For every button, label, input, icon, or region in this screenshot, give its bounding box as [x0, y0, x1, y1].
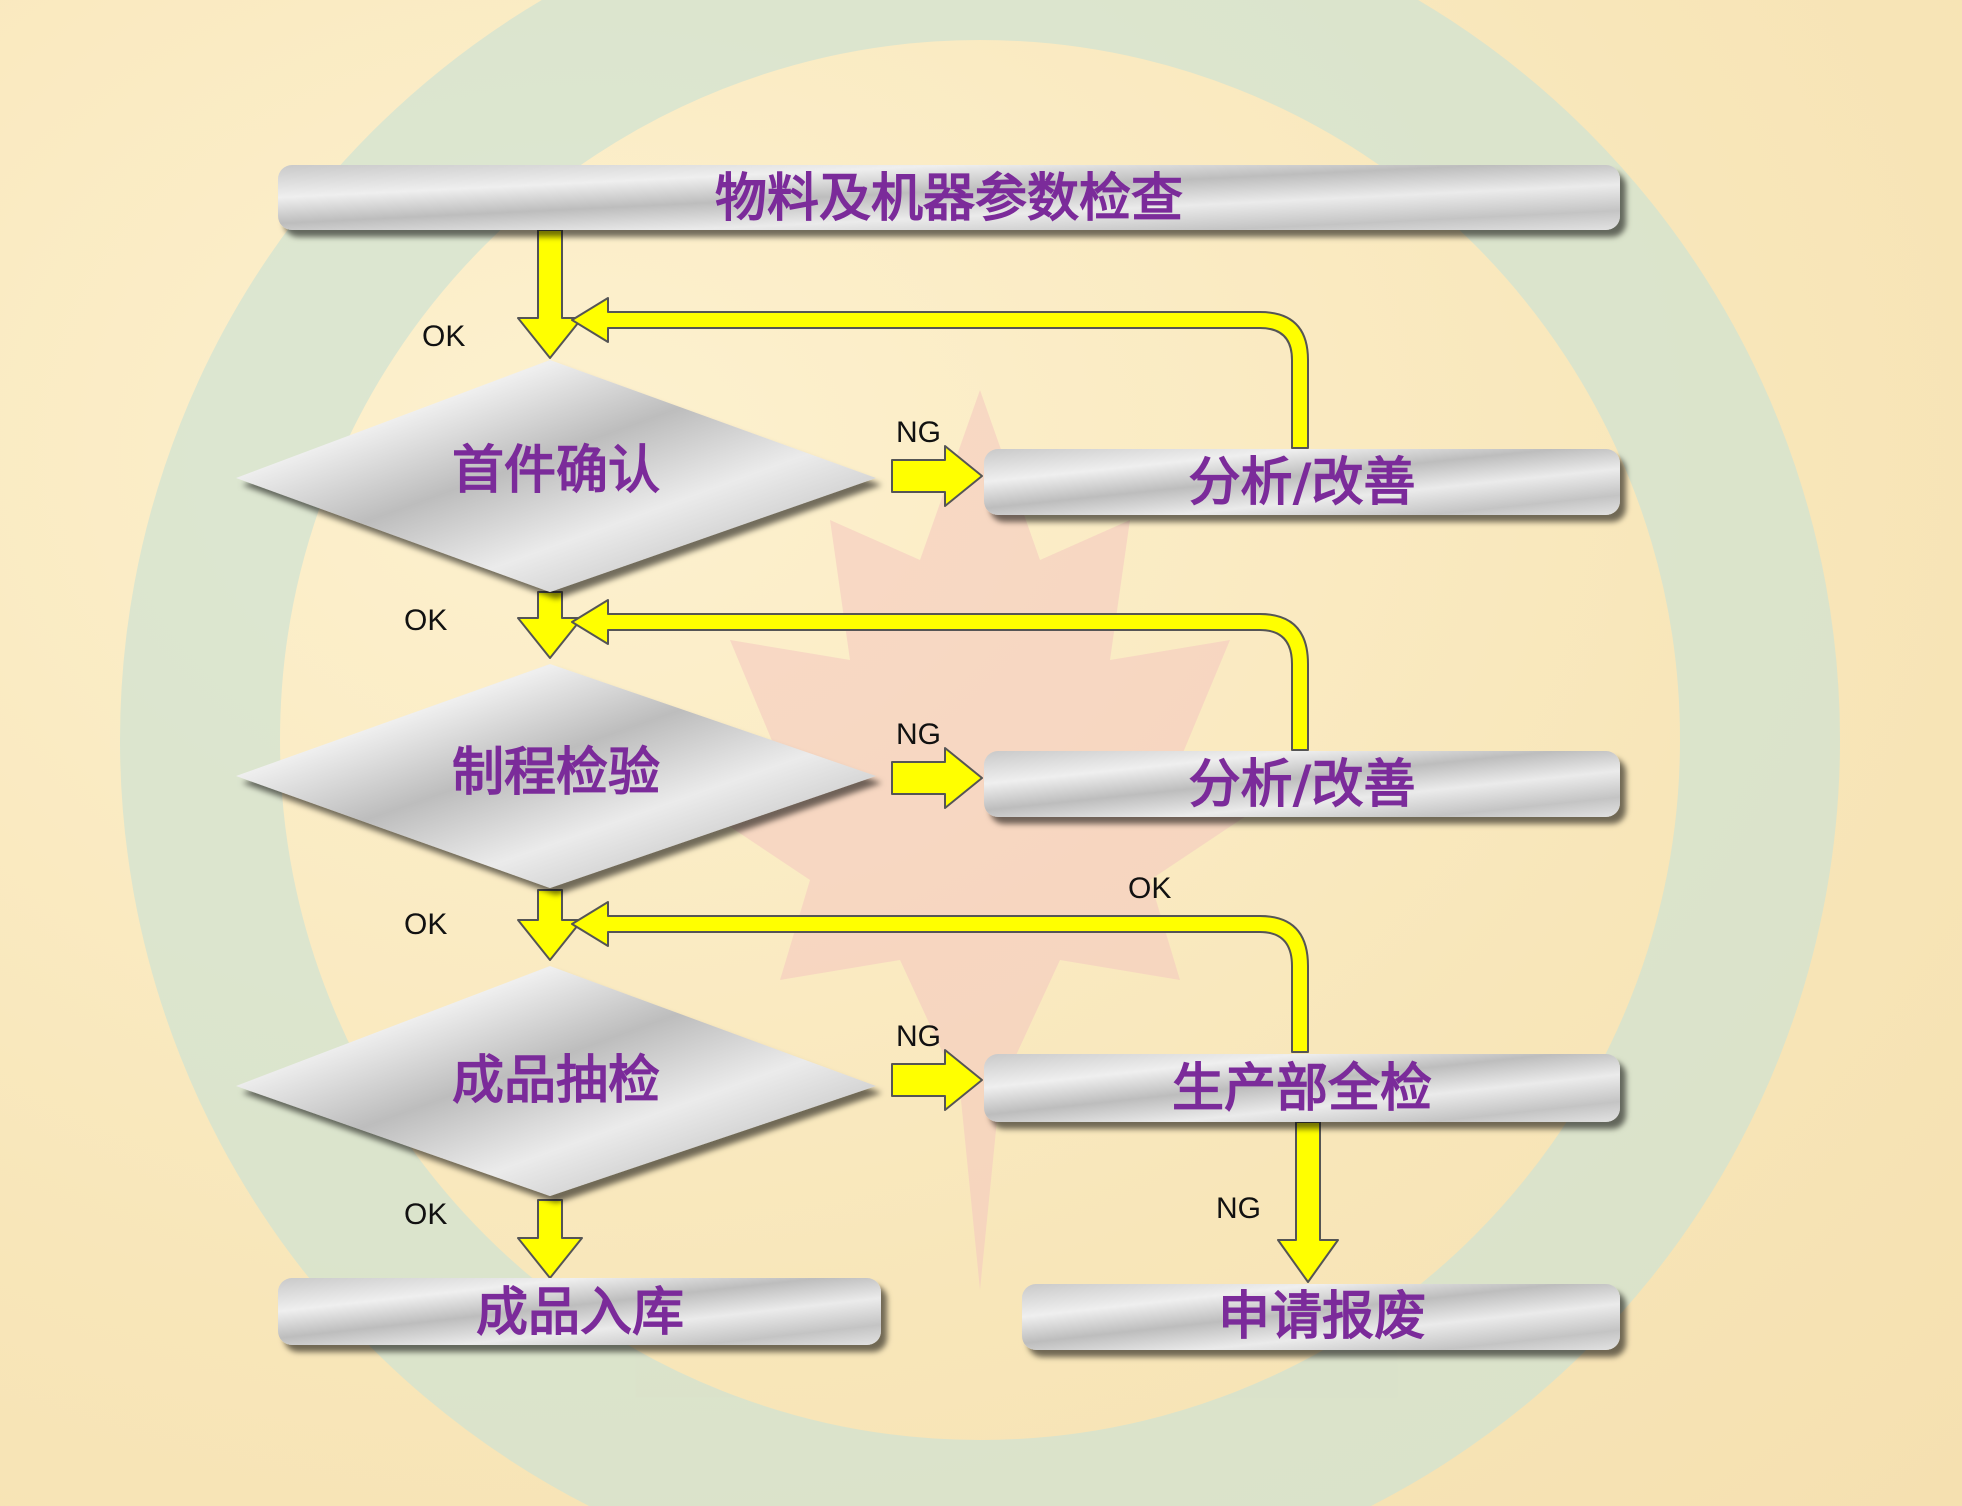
node-start [278, 165, 1620, 230]
node-analysis-1-label: 分析/改善 [1189, 453, 1416, 513]
node-first-article [236, 360, 876, 592]
node-process-check [236, 664, 876, 888]
edge-ok-2: OK [404, 604, 447, 637]
edge-ng-scrap: NG [1216, 1192, 1261, 1225]
edge-ok-rework: OK [1128, 872, 1171, 905]
arrow-loop-1 [571, 297, 1309, 449]
node-warehouse-label: 成品入库 [476, 1283, 684, 1343]
edge-ok-1: OK [422, 320, 465, 353]
node-scrap-label: 申请报废 [1218, 1287, 1426, 1347]
arrow-right-ng-2 [891, 747, 983, 809]
arrow-down-1 [517, 229, 583, 359]
edge-ok-4: OK [404, 1198, 447, 1231]
watermark [120, 0, 1840, 1506]
edge-ng-1: NG [896, 416, 941, 449]
node-warehouse [278, 1278, 881, 1345]
node-final-sampling-label: 成品抽检 [452, 1051, 660, 1111]
arrow-right-ng-3 [891, 1049, 983, 1111]
nodes [236, 165, 1620, 1350]
node-first-article-label: 首件确认 [452, 441, 660, 501]
arrow-down-2 [517, 591, 583, 659]
node-full-inspection-label: 生产部全检 [1172, 1059, 1432, 1119]
node-full-inspection [984, 1054, 1620, 1122]
node-scrap [1022, 1284, 1620, 1350]
arrow-down-4 [517, 1199, 583, 1279]
node-analysis-2-label: 分析/改善 [1189, 755, 1416, 815]
arrow-right-ng-1 [891, 445, 983, 507]
arrow-down-3 [517, 889, 583, 961]
edge-ng-2: NG [896, 718, 941, 751]
edge-ok-3: OK [404, 908, 447, 941]
watermark-ring [120, 0, 1840, 1506]
node-analysis-2 [984, 751, 1620, 817]
watermark-leaf-icon [690, 390, 1270, 1290]
node-labels: 物料及机器参数检查 首件确认 制程检验 成品抽检 成品入库 分析/改善 分析/改… [452, 169, 1432, 1347]
arrow-down-ng-scrap [1277, 1121, 1339, 1283]
arrows [517, 229, 1339, 1283]
arrow-loop-3 [571, 901, 1309, 1053]
edge-ng-3: NG [896, 1020, 941, 1053]
node-start-label: 物料及机器参数检查 [715, 169, 1183, 229]
arrow-loop-2 [571, 599, 1309, 751]
node-final-sampling [236, 966, 876, 1196]
node-analysis-1 [984, 449, 1620, 515]
edge-labels: OK OK OK OK OK NG NG NG NG [404, 320, 1261, 1231]
node-process-check-label: 制程检验 [452, 743, 660, 803]
